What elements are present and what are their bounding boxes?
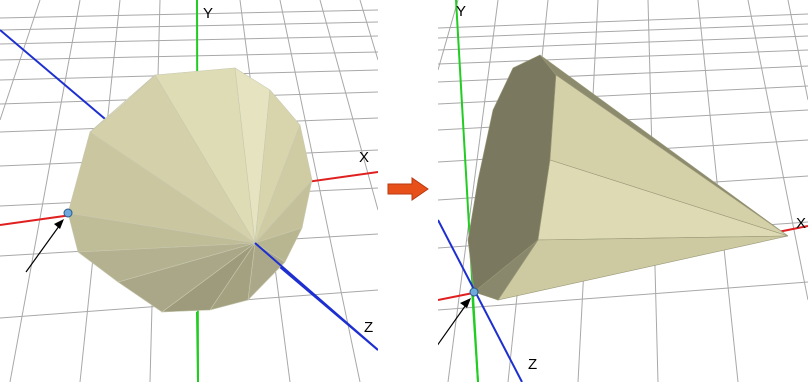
right-z-axis — [438, 219, 523, 382]
right-z-axis-label: Z — [528, 356, 537, 373]
right-y-axis-label: Y — [456, 3, 466, 20]
right-vertex-marker-icon — [469, 287, 479, 297]
right-x-axis-label: X — [796, 215, 806, 232]
left-pointer-arrow-icon — [25, 219, 64, 273]
left-polyhedron — [67, 67, 313, 313]
right-polyhedron — [467, 54, 789, 301]
left-z-axis-label: Z — [364, 319, 373, 336]
left-3d-scene: Y X Z — [0, 0, 378, 382]
right-view-panel: Y X Z — [438, 0, 808, 382]
left-z-axis-front — [254, 242, 378, 351]
right-y-axis-lower — [471, 289, 479, 382]
left-x-axis-label: X — [359, 149, 369, 166]
left-vertex-marker-icon — [63, 208, 73, 218]
right-arrow-icon — [386, 177, 430, 201]
right-3d-scene: Y X Z — [438, 0, 808, 382]
left-y-axis-lower — [196, 311, 199, 382]
right-pointer-arrow-icon — [438, 298, 471, 346]
left-y-axis-label: Y — [203, 5, 213, 22]
left-view-panel: Y X Z — [0, 0, 378, 382]
